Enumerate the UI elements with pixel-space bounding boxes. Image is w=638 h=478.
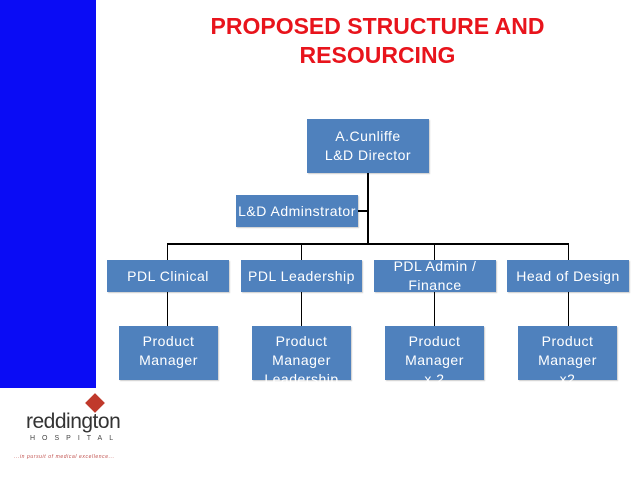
lead-box-pdl-admin-finance: PDL Admin / Finance [374,258,496,293]
manager-sublabel: x2 [559,371,576,387]
logo-name: reddington [26,410,121,433]
connector [168,243,569,245]
connector [434,243,435,260]
lead-box-head-of-design: Head of Design [507,260,629,292]
logo-sub: HOSPITAL [30,435,121,442]
manager-sublabel: Leadership [264,371,339,387]
lead-label: PDL Admin / Finance [393,258,477,293]
connector [167,292,168,326]
lead-label: PDL Leadership [248,267,355,284]
connector [167,243,168,260]
manager-box: Product Manager x 2 [385,326,484,387]
connector [568,292,569,326]
lead-label: PDL Clinical [127,267,209,284]
manager-box: Product Manager [119,326,218,380]
connector [367,173,369,245]
director-name: A.Cunliffe [335,128,401,144]
lead-box-pdl-leadership: PDL Leadership [241,260,362,292]
administrator-box: L&D Adminstrator [236,195,358,227]
sidebar-band [0,0,96,388]
administrator-label: L&D Adminstrator [238,202,356,219]
connector [358,210,368,212]
connector [301,243,302,260]
logo-tagline: ...in pursuit of medical excellence... [14,454,115,460]
manager-label: Product Manager [272,333,331,368]
lead-box-pdl-clinical: PDL Clinical [107,260,229,292]
connector [434,292,435,326]
manager-sublabel: x 2 [424,371,445,387]
manager-label: Product Manager [139,333,198,368]
slide-title: PROPOSED STRUCTURE AND RESOURCING [210,13,545,68]
director-box: A.Cunliffe L&D Director [307,119,429,173]
manager-label: Product Manager [538,333,597,368]
connector [301,292,302,326]
manager-label: Product Manager [405,333,464,368]
manager-box: Product Manager x2 [518,326,617,387]
lead-label: Head of Design [516,267,620,284]
connector [568,243,569,260]
director-role: L&D Director [324,147,412,163]
hospital-logo: reddington HOSPITAL ...in pursuit of med… [8,393,121,466]
